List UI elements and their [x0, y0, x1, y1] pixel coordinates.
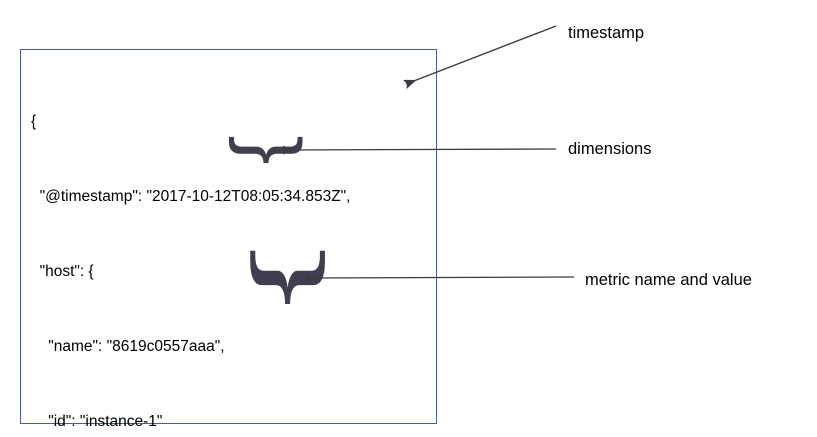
annotation-label-dimensions: dimensions [568, 140, 652, 158]
annotation-label-timestamp: timestamp [568, 24, 645, 42]
json-line-host-open: "host": { [31, 263, 94, 280]
json-line: { [31, 113, 37, 130]
json-line-timestamp: "@timestamp": "2017-10-12T08:05:34.853Z"… [31, 188, 351, 205]
json-document-text: { "@timestamp": "2017-10-12T08:05:34.853… [31, 59, 431, 437]
json-line-host-id: "id": "instance-1" [31, 413, 163, 430]
timestamp-arrow [402, 25, 557, 90]
metric-arrow [304, 273, 575, 283]
dimensions-arrow [282, 145, 557, 155]
json-line-host-name: "name": "8619c0557aaa", [31, 338, 225, 355]
json-document-box: { "@timestamp": "2017-10-12T08:05:34.853… [20, 49, 437, 430]
annotation-label-metric: metric name and value [585, 271, 752, 289]
